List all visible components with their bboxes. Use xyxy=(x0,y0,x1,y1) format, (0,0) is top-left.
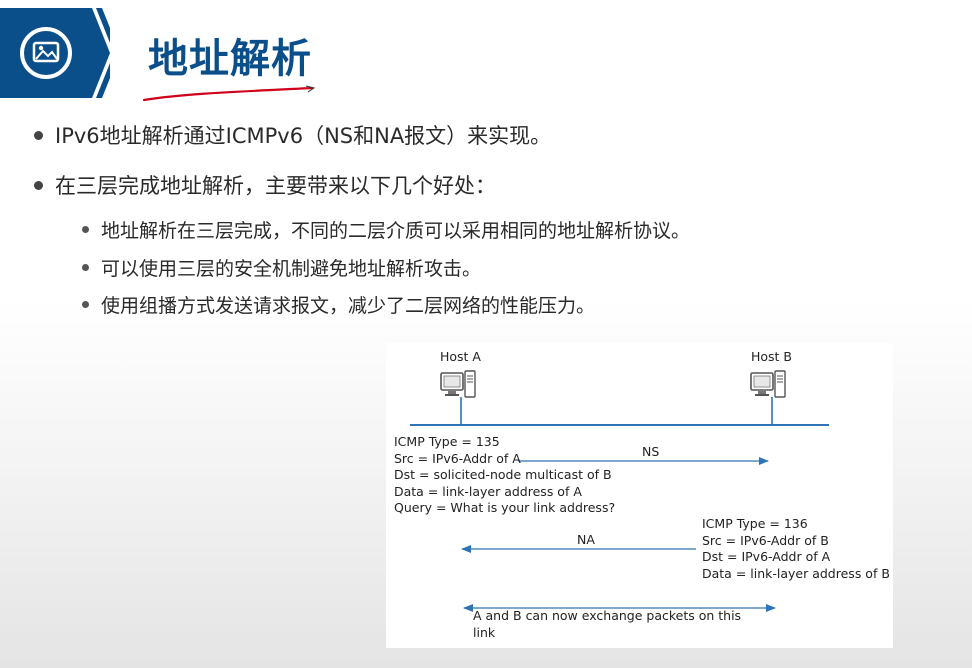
na-label: NA xyxy=(577,532,595,547)
na-field: Src = IPv6-Addr of B xyxy=(702,532,829,548)
bullet-dot-icon xyxy=(34,180,43,190)
title-banner xyxy=(0,8,110,98)
sub-bullet-text: 可以使用三层的安全机制避免地址解析攻击。 xyxy=(101,258,482,280)
ns-field: Query = What is your link address? xyxy=(394,500,616,515)
host-b-label: Host B xyxy=(751,349,793,364)
na-packet-fields: ICMP Type = 136 Src = IPv6-Addr of B Dst… xyxy=(702,516,890,582)
bullet-dot-icon xyxy=(82,264,89,271)
ns-na-diagram: Host A Host B ICMP Type = 135 Src = IPv6… xyxy=(386,343,893,648)
exchange-note: A and B can now exchange packets on this… xyxy=(473,608,741,641)
ns-label: NS xyxy=(642,444,660,459)
ns-packet-fields: ICMP Type = 135 Src = IPv6-Addr of A Dst… xyxy=(394,434,615,517)
host-a-label: Host A xyxy=(440,349,481,364)
na-field: Data = link-layer address of B xyxy=(702,565,890,581)
computer-icon xyxy=(440,370,476,398)
diagram-graphics xyxy=(410,370,829,612)
bullet-dot-icon xyxy=(82,301,89,308)
sub-bullet-item: 可以使用三层的安全机制避免地址解析攻击。 xyxy=(82,254,481,281)
sub-bullet-item: 使用组播方式发送请求报文，减少了二层网络的性能压力。 xyxy=(82,291,595,318)
slide-header: 地址解析 xyxy=(0,0,972,102)
na-field: ICMP Type = 136 xyxy=(702,516,808,531)
ns-field: Data = link-layer address of A xyxy=(394,483,582,499)
sub-bullet-text: 使用组播方式发送请求报文，减少了二层网络的性能压力。 xyxy=(101,295,596,317)
sub-bullet-item: 地址解析在三层完成，不同的二层介质可以采用相同的地址解析协议。 xyxy=(82,216,690,243)
bullet-item: IPv6地址解析通过ICMPv6（NS和NA报文）来实现。 xyxy=(34,120,551,150)
bullet-dot-icon xyxy=(34,130,43,140)
page-title: 地址解析 xyxy=(148,36,312,82)
bullet-text: IPv6地址解析通过ICMPv6（NS和NA报文）来实现。 xyxy=(55,124,552,148)
image-icon xyxy=(20,27,72,79)
exchange-text: A and B can now exchange packets on this xyxy=(473,608,742,623)
exchange-text: link xyxy=(473,624,496,640)
computer-icon xyxy=(750,370,786,398)
bullet-item: 在三层完成地址解析，主要带来以下几个好处： xyxy=(34,170,496,200)
na-field: Dst = IPv6-Addr of A xyxy=(702,549,831,564)
bullet-dot-icon xyxy=(82,226,89,233)
ns-field: Src = IPv6-Addr of A xyxy=(394,450,521,466)
title-underline xyxy=(142,85,316,102)
ns-field: Dst = solicited-node multicast of B xyxy=(394,467,612,482)
ns-field: ICMP Type = 135 xyxy=(394,434,500,449)
sub-bullet-text: 地址解析在三层完成，不同的二层介质可以采用相同的地址解析协议。 xyxy=(101,220,691,242)
bullet-text: 在三层完成地址解析，主要带来以下几个好处： xyxy=(55,174,496,198)
